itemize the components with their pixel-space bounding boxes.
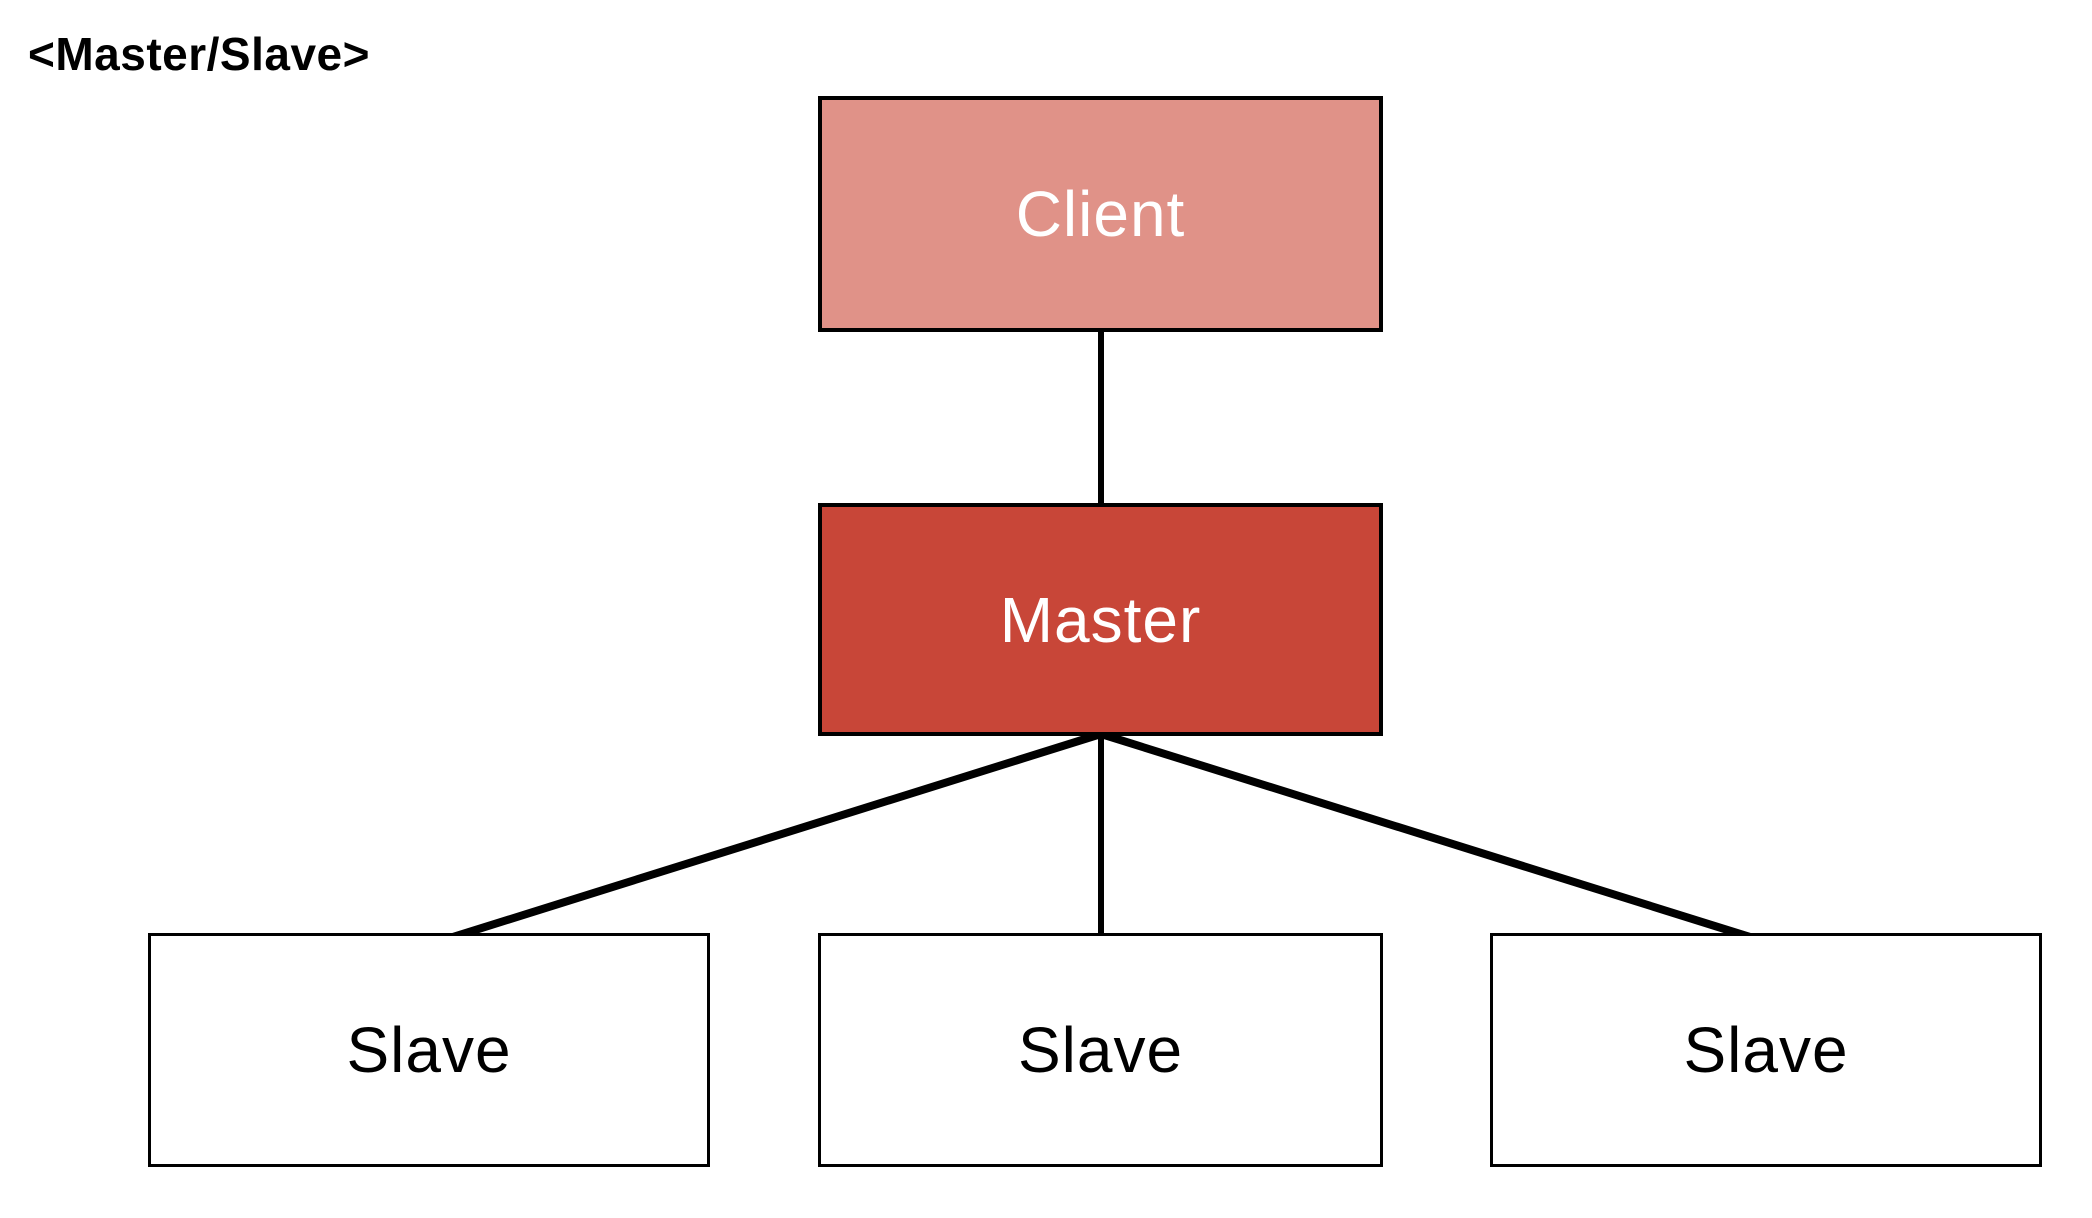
node-slave-2: Slave bbox=[818, 933, 1383, 1167]
node-slave-1-label: Slave bbox=[346, 1014, 512, 1086]
node-client-label: Client bbox=[1015, 178, 1186, 250]
edge-master-slave-3 bbox=[1099, 730, 1752, 941]
node-master-label: Master bbox=[999, 583, 1202, 656]
node-client: Client bbox=[818, 96, 1383, 332]
node-master: Master bbox=[818, 503, 1383, 736]
node-slave-3: Slave bbox=[1490, 933, 2042, 1167]
node-slave-2-label: Slave bbox=[1017, 1014, 1184, 1086]
edge-master-slave-1 bbox=[451, 730, 1103, 941]
diagram-title: <Master/Slave> bbox=[28, 28, 371, 80]
node-slave-3-label: Slave bbox=[1683, 1014, 1849, 1086]
node-slave-1: Slave bbox=[148, 933, 710, 1167]
